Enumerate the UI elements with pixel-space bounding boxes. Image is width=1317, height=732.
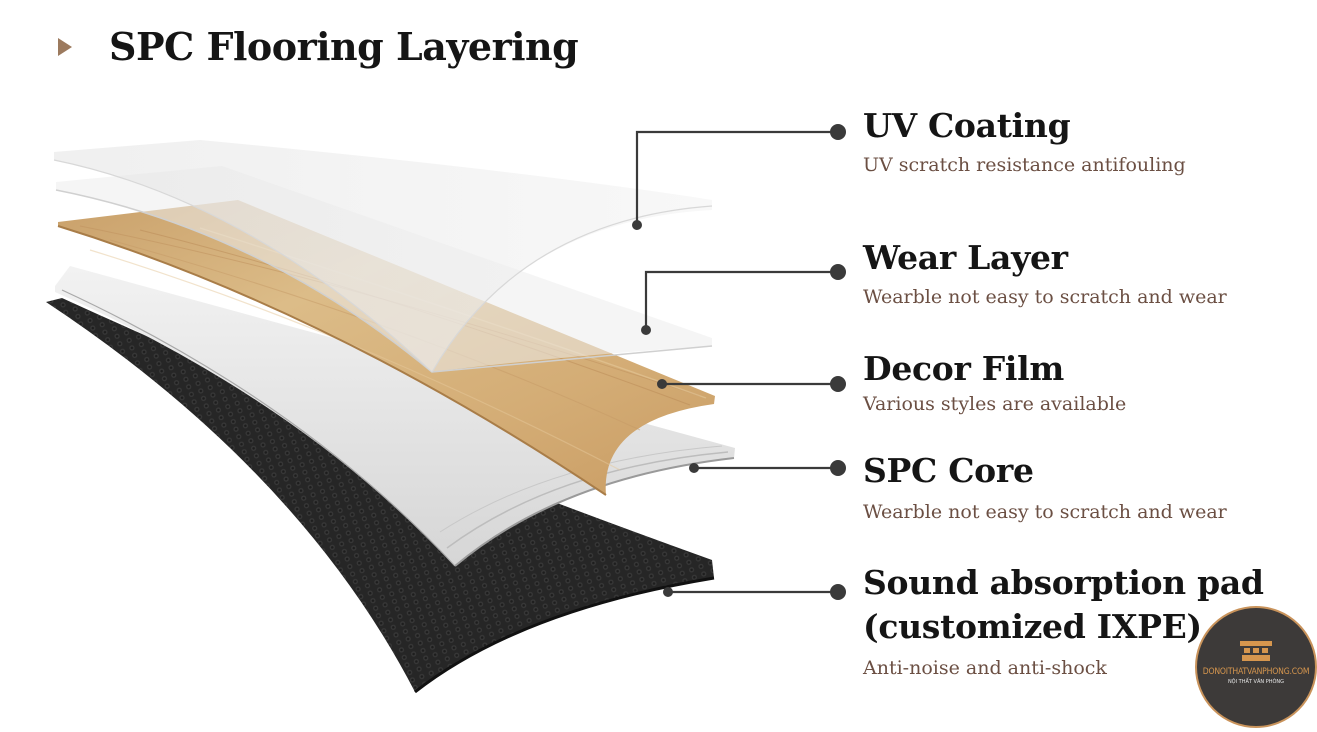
decor-film-description: Various styles are available (863, 393, 1127, 415)
decor-film-title: Decor Film (863, 349, 1065, 388)
uv-coating-label: UV Coating UV scratch resistance antifou… (863, 106, 1186, 178)
wear-layer-description: Wearble not easy to scratch and wear (863, 286, 1227, 308)
spc-core-end-dot (830, 460, 846, 476)
spc-core-start-dot (689, 463, 699, 473)
sound-pad-title-line1: Sound absorption pad (863, 563, 1264, 602)
uv-coating-start-dot (632, 220, 642, 230)
uv-coating-title: UV Coating (863, 106, 1071, 145)
site-logo[interactable]: DONOITHATVANPHONG.COM NỘI THẤT VĂN PHÒNG (1195, 606, 1317, 728)
logo-tagline-text: NỘI THẤT VĂN PHÒNG (1227, 679, 1285, 685)
uv-coating-end-dot (830, 124, 846, 140)
decor-film-start-dot (657, 379, 667, 389)
sound-pad-start-dot (663, 587, 673, 597)
title-arrow-icon (58, 37, 72, 56)
spc-core-title: SPC Core (863, 451, 1034, 490)
wear-layer-end-dot (830, 264, 846, 280)
logo-domain-text: DONOITHATVANPHONG.COM (1202, 667, 1310, 677)
page-title: SPC Flooring Layering (109, 24, 579, 69)
wear-layer-callout-line (644, 270, 838, 330)
wear-layer-start-dot (641, 325, 651, 335)
spc-core-layer (55, 266, 735, 567)
sound-pad-description: Anti-noise and anti-shock (863, 657, 1107, 679)
uv-coating-layer (53, 140, 713, 373)
page-header: SPC Flooring Layering (58, 24, 579, 69)
decor-film-label: Decor Film Various styles are available (863, 349, 1126, 417)
sound-pad-title-line2: (customized IXPE) (863, 607, 1202, 646)
sound-pad-label: Sound absorption pad (customized IXPE) A… (863, 563, 1264, 681)
sound-pad-end-dot (830, 584, 846, 600)
wear-layer-label: Wear Layer Wearble not easy to scratch a… (863, 238, 1227, 310)
office-furniture-logo-icon (1240, 641, 1272, 661)
spc-core-label: SPC Core Wearble not easy to scratch and… (863, 451, 1227, 525)
decor-film-end-dot (830, 376, 846, 392)
wear-layer-title: Wear Layer (863, 238, 1068, 277)
uv-coating-description: UV scratch resistance antifouling (863, 154, 1186, 176)
sound-pad-layer (46, 298, 715, 694)
uv-coating-callout-line (635, 130, 838, 225)
spc-core-description: Wearble not easy to scratch and wear (863, 501, 1227, 523)
decor-film-layer (57, 200, 715, 496)
